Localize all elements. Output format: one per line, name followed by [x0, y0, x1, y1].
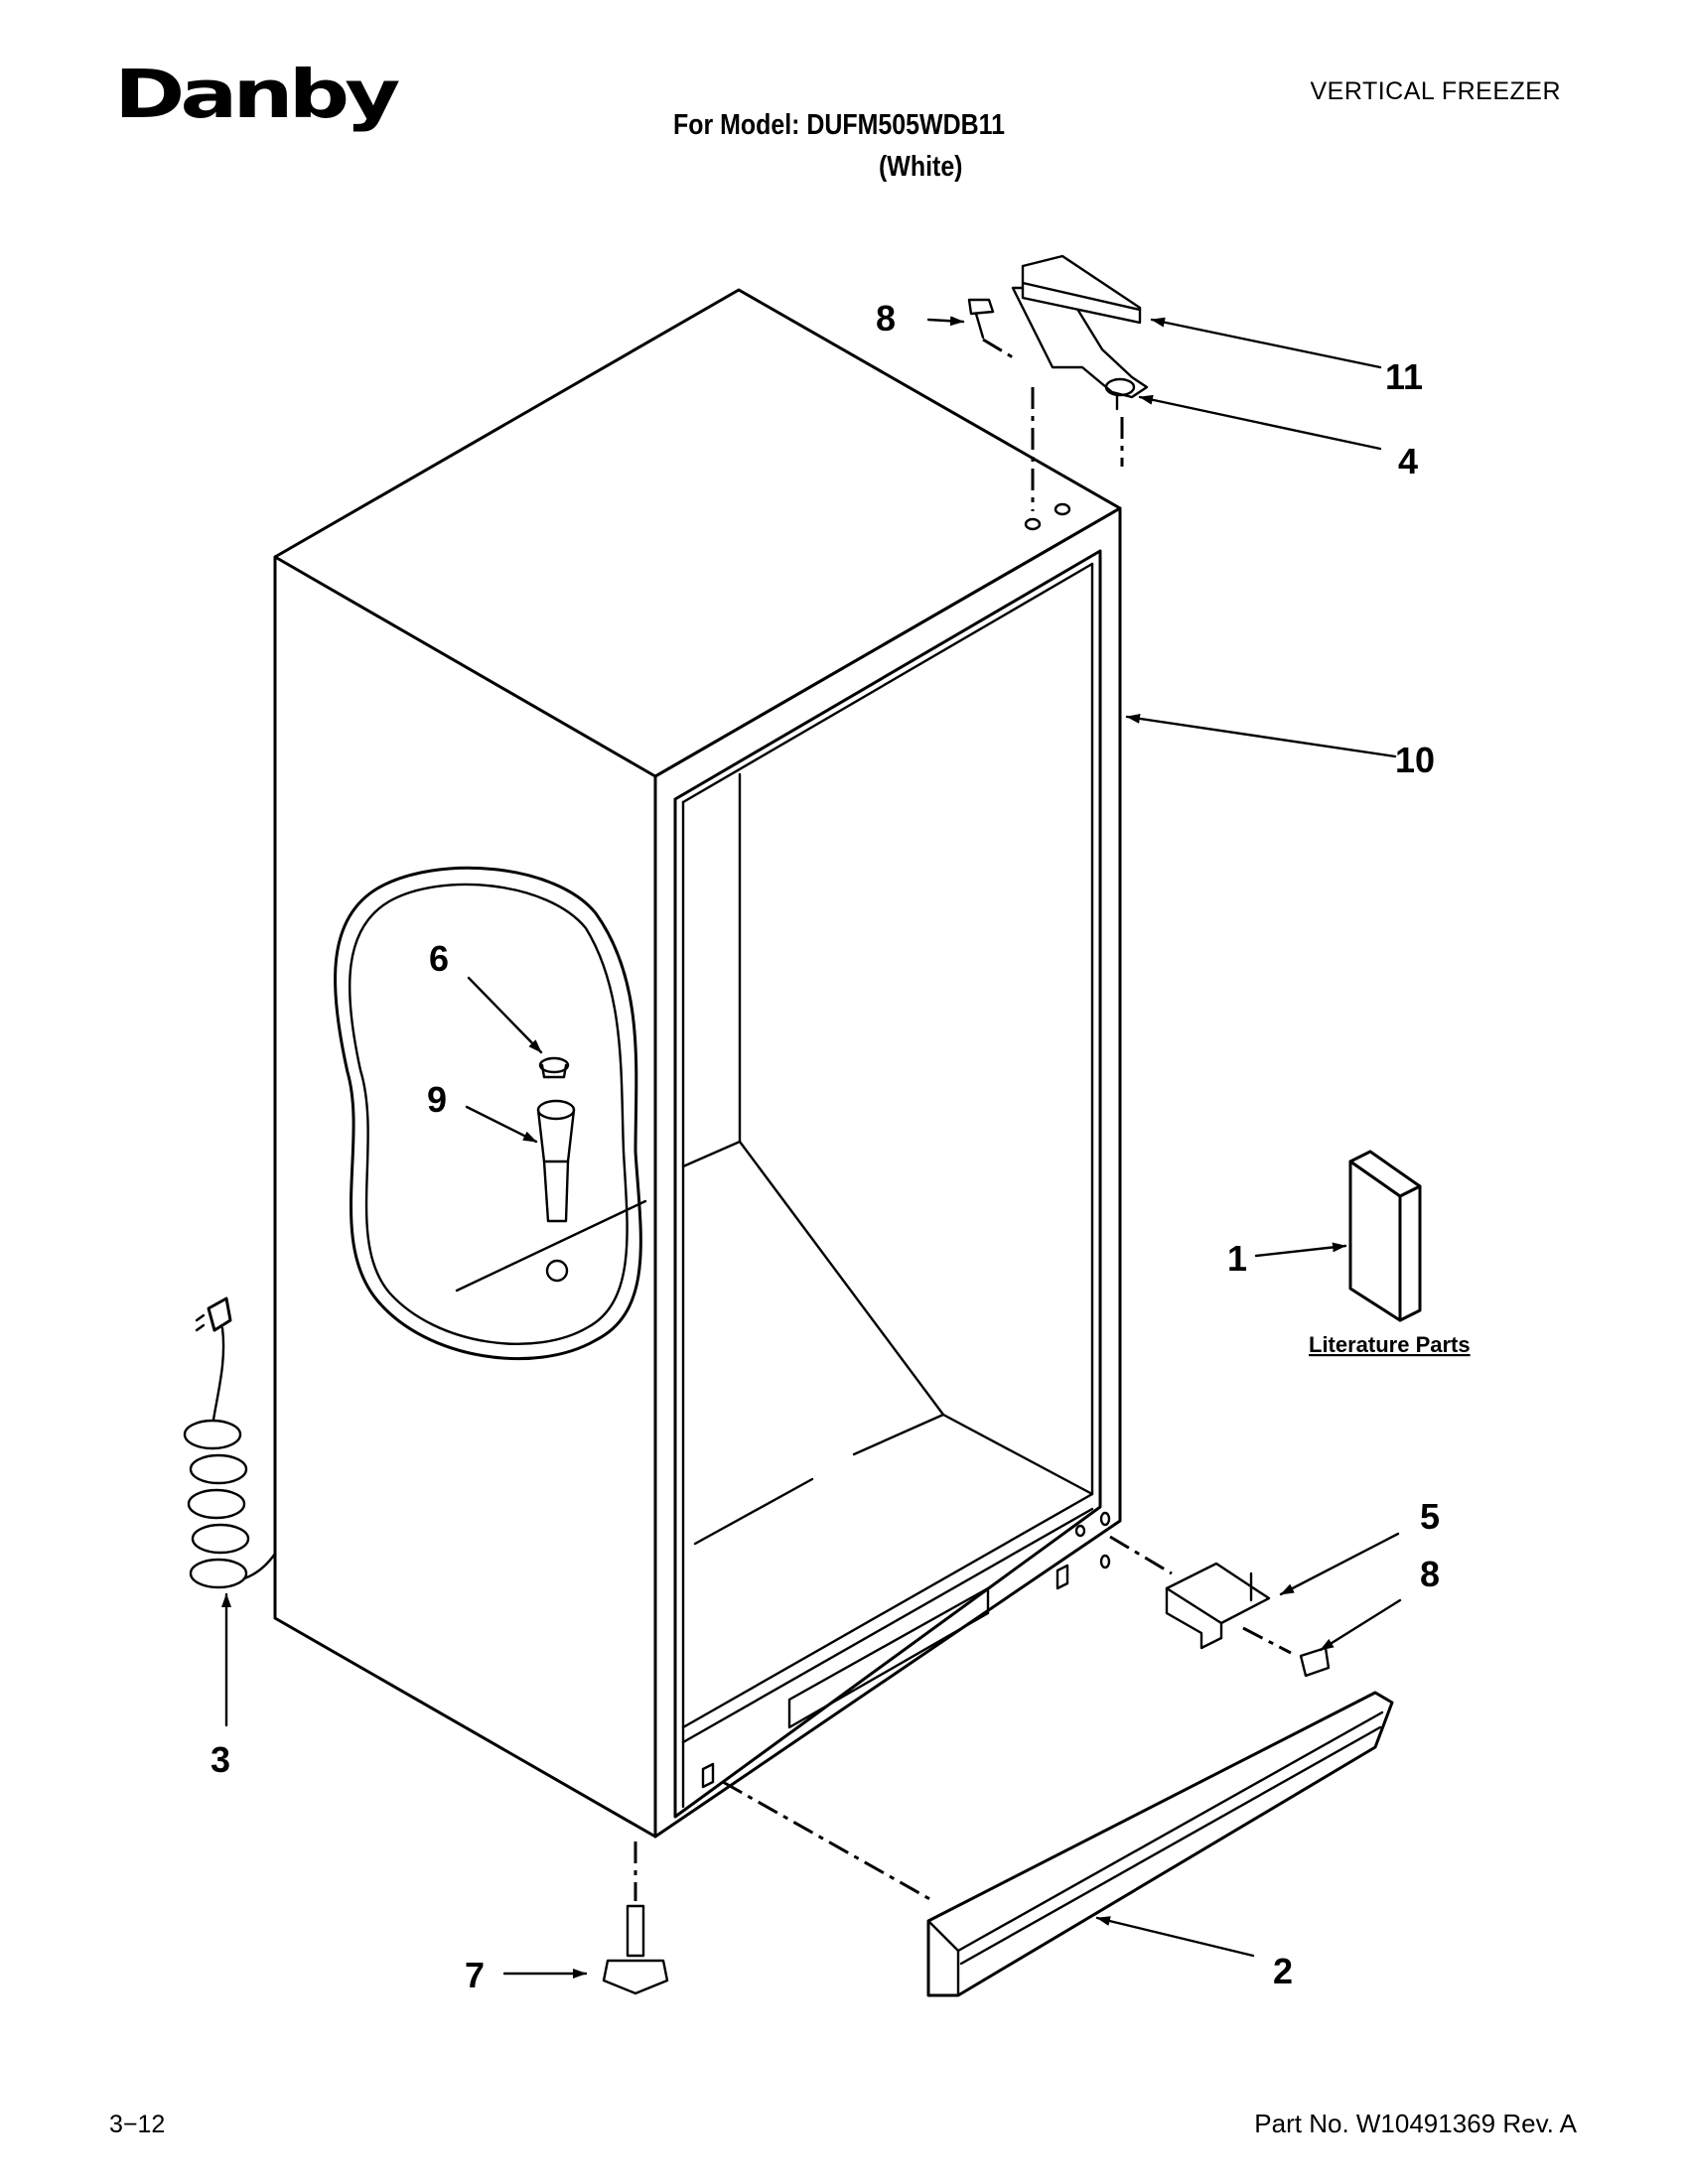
callout-8-bottom: 8	[1420, 1554, 1440, 1594]
callout-5: 5	[1420, 1496, 1440, 1537]
brand-logo: Danby	[114, 56, 400, 134]
literature-parts-label: Literature Parts	[1309, 1332, 1471, 1357]
top-hinge-assembly	[967, 254, 1149, 511]
toe-grille	[722, 1691, 1394, 1997]
bottom-hinge-assembly	[1109, 1535, 1331, 1678]
leader-arrows	[221, 316, 1402, 1979]
model-number: For Model: DUFM505WDB11	[673, 109, 1005, 141]
power-cord	[183, 1297, 277, 1589]
document-type: VERTICAL FREEZER	[1310, 77, 1561, 105]
callout-1: 1	[1227, 1238, 1247, 1279]
callout-8-top: 8	[876, 298, 896, 339]
callout-6: 6	[429, 938, 449, 979]
callout-10: 10	[1395, 740, 1435, 780]
callout-4: 4	[1398, 441, 1418, 481]
part-number: Part No. W10491369 Rev. A	[1254, 2109, 1577, 2138]
callout-9: 9	[427, 1079, 447, 1120]
cutaway-view	[334, 866, 647, 1361]
callout-2: 2	[1273, 1951, 1293, 1991]
leveling-leg	[602, 1842, 669, 1995]
cabinet-shell	[273, 288, 1122, 1839]
callout-11: 11	[1385, 356, 1423, 397]
callout-7: 7	[465, 1955, 485, 1995]
model-color: (White)	[879, 151, 963, 183]
page-number: 3−12	[109, 2111, 166, 2138]
callout-3: 3	[211, 1739, 230, 1780]
literature-booklet	[1348, 1150, 1422, 1322]
